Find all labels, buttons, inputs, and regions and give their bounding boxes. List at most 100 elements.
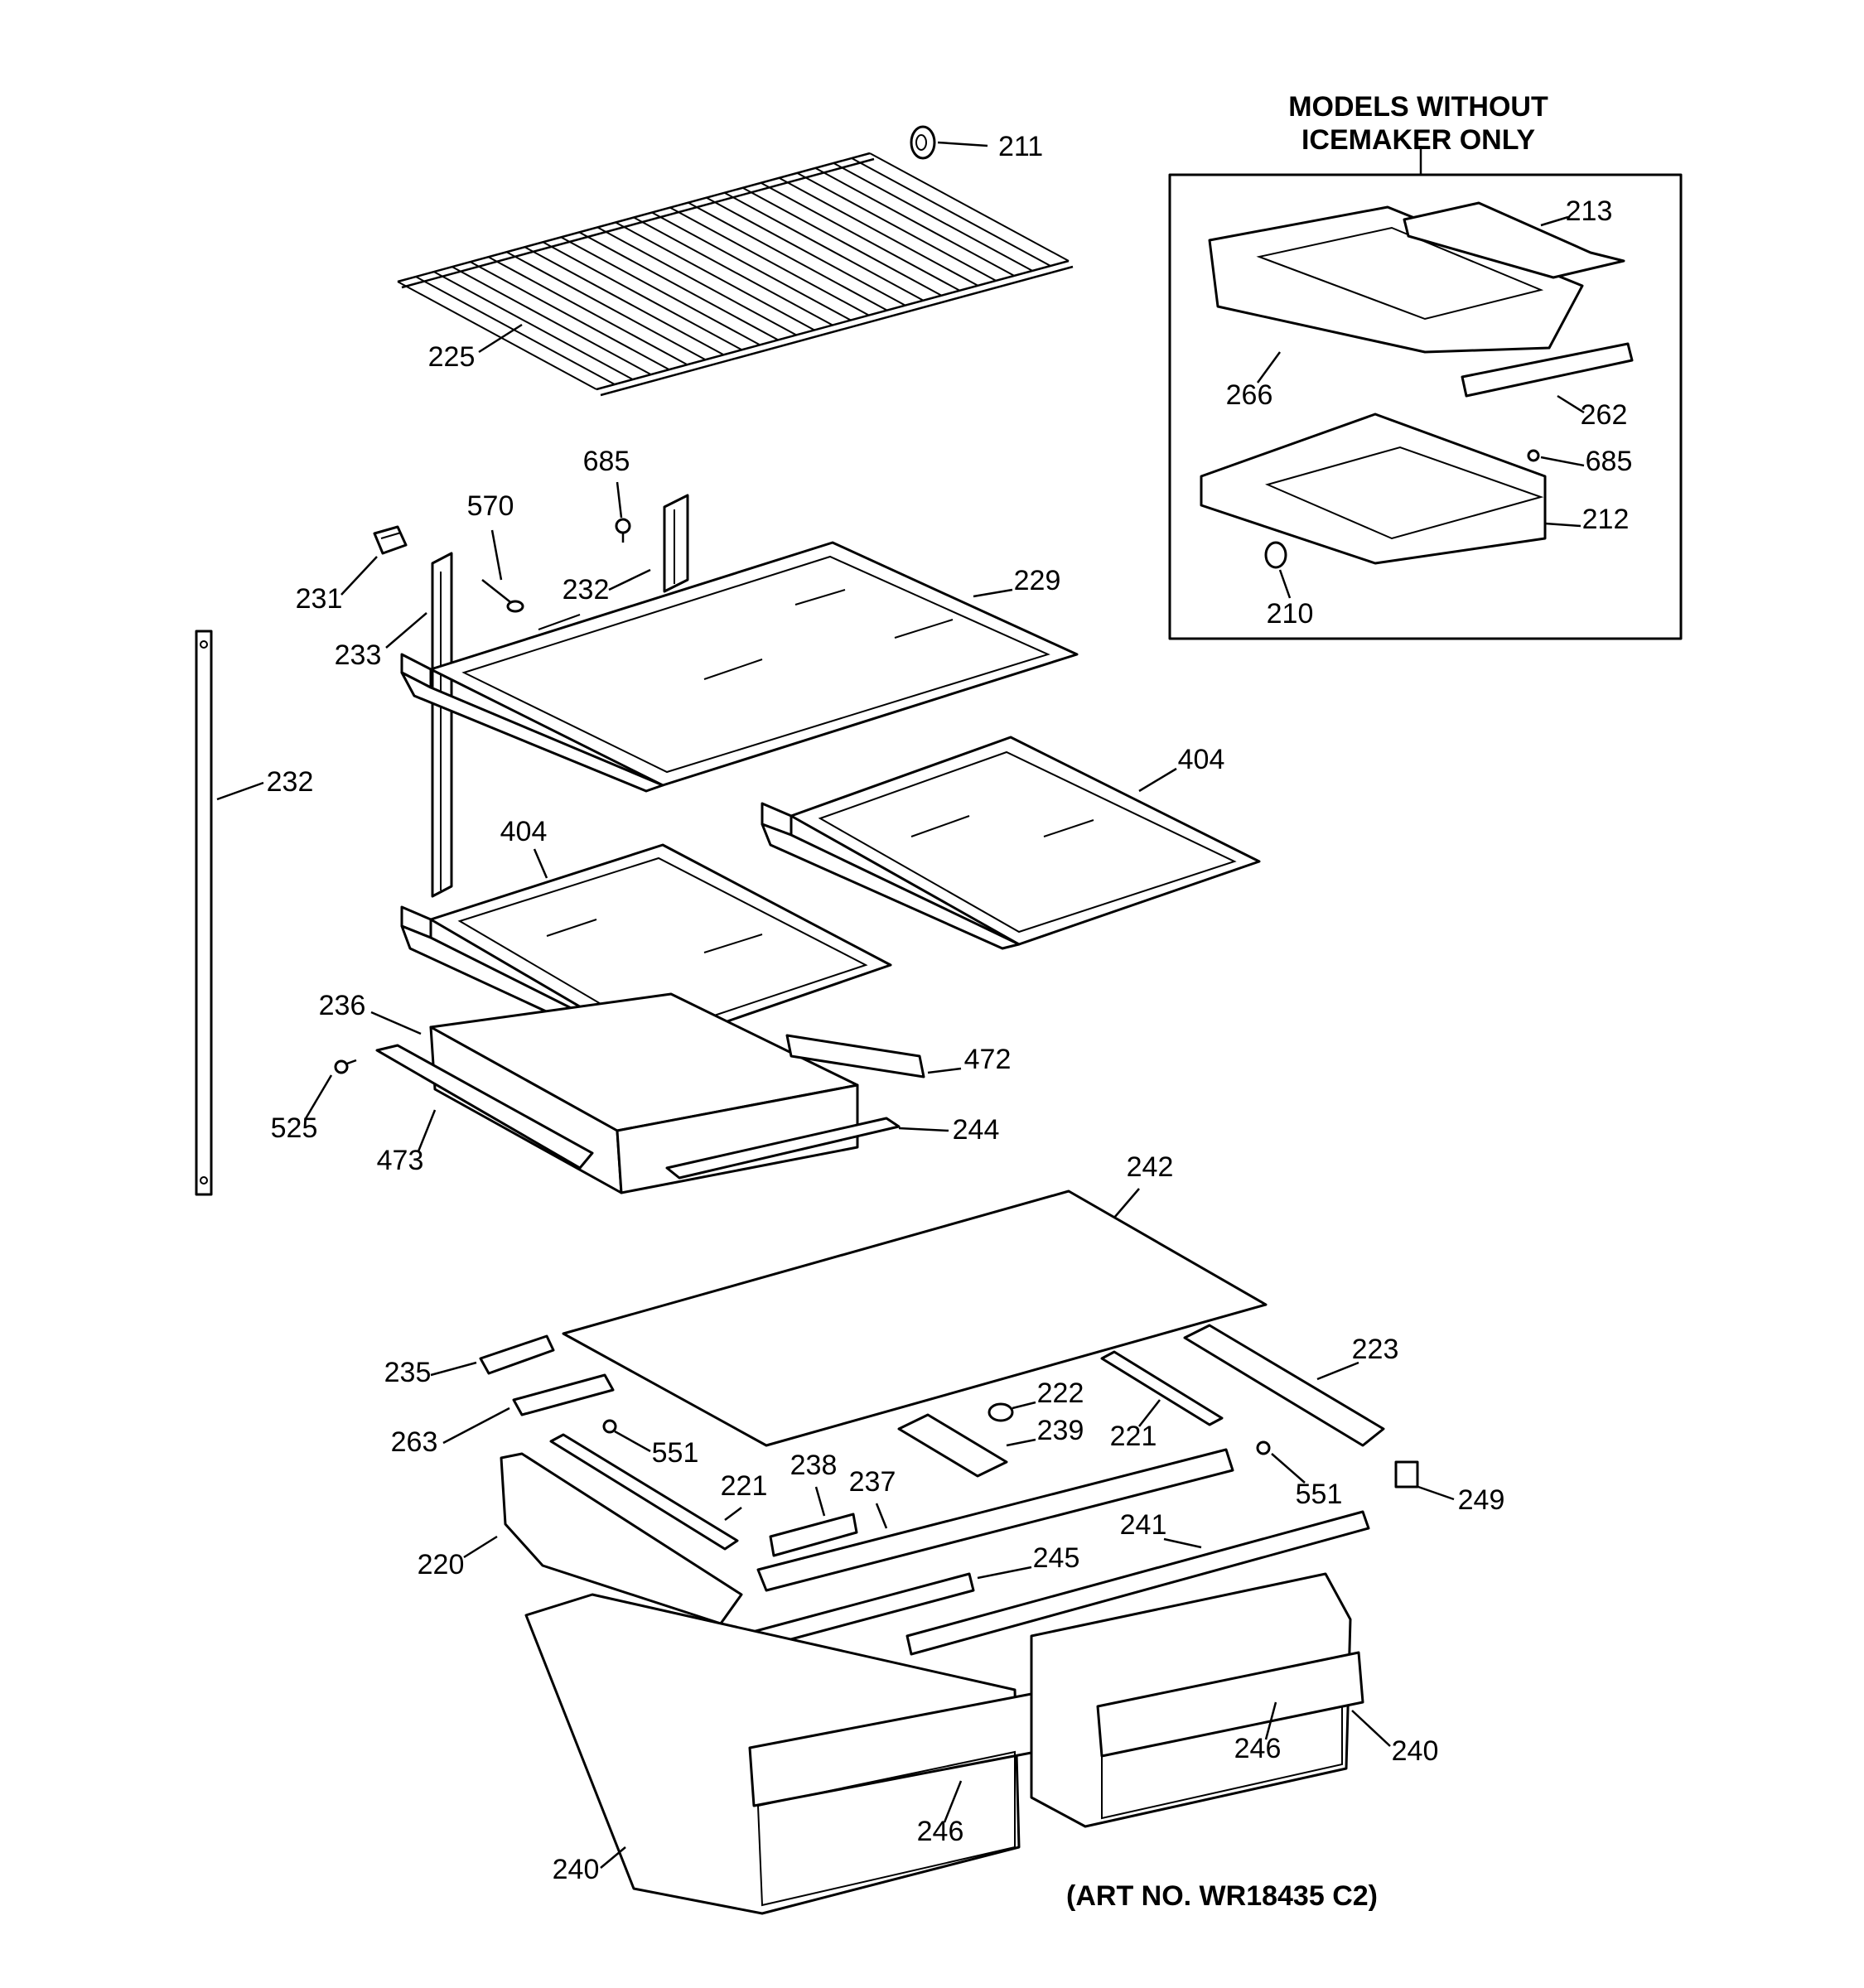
leader-line-221 [724,1507,742,1521]
crisper-pan-240-left [524,1593,1037,1915]
leader-line-210 [1278,569,1292,599]
leader-line-237 [875,1503,888,1529]
roller-222 [988,1402,1014,1422]
leader-line-263 [442,1407,510,1445]
screw-551-left [602,1419,617,1434]
leader-line-266 [1256,351,1282,384]
part-label-570: 570 [467,490,514,522]
wire-rung [452,266,652,375]
leader-line-473 [417,1109,437,1152]
leader-line-225 [478,323,523,354]
part-label-221: 221 [1110,1421,1157,1452]
part-label-238: 238 [790,1450,838,1481]
leader-line-233 [385,612,427,649]
wire-rung [542,241,742,351]
pin-210 [1264,541,1287,569]
leader-line-246 [1264,1701,1277,1740]
part-label-473: 473 [377,1145,424,1176]
wire-rung [633,216,833,326]
part-label-525: 525 [271,1112,318,1144]
wire-rung [560,236,761,346]
leader-line-232 [216,781,264,801]
leader-line-570 [490,529,503,581]
leader-line-213 [1540,215,1569,227]
drawer-rail-244 [665,1117,901,1180]
wire-rung [742,186,943,297]
part-label-233: 233 [335,639,382,671]
part-label-235: 235 [384,1357,432,1388]
leader-line-246 [943,1780,963,1823]
rail-241 [905,1510,1370,1656]
leader-line-240 [1351,1710,1391,1747]
wire-rung [651,211,852,321]
screw-525 [334,1059,357,1074]
drawer-236 [375,992,925,1194]
wire-rung [415,276,616,385]
leader-line-221 [1138,1399,1161,1427]
leader-line-245 [977,1566,1032,1580]
leader-line-551 [614,1430,651,1453]
leader-line-472 [927,1067,962,1074]
part-label-213: 213 [1566,195,1613,227]
part-label-240: 240 [553,1854,600,1885]
part-label-245: 245 [1033,1542,1080,1574]
shelf-ladder-232-short [663,494,689,593]
shelf-212 [1200,413,1547,565]
part-label-220: 220 [418,1549,465,1580]
slide-239 [897,1413,1008,1478]
leader-line-223 [1316,1361,1359,1381]
leader-line-212 [1544,522,1582,528]
part-label-685: 685 [1586,446,1633,477]
part-label-404: 404 [1178,744,1225,775]
part-label-685: 685 [583,446,630,477]
wire-rung [615,221,815,331]
track-223 [1183,1324,1385,1447]
wire-rung [869,152,1070,262]
part-label-551: 551 [1296,1479,1343,1510]
leader-line-244 [898,1127,949,1132]
leader-line-239 [1006,1438,1036,1447]
wire-rung [524,246,724,356]
part-label-249: 249 [1458,1484,1505,1516]
wire-rung [470,261,670,371]
part-label-246: 246 [1234,1733,1282,1764]
part-label-229: 229 [1014,565,1061,596]
part-label-262: 262 [1581,399,1628,431]
leader-line-262 [1557,394,1585,414]
rail-221-left [549,1433,739,1551]
bracket-249 [1394,1460,1419,1489]
leader-line-231 [340,556,378,596]
part-label-232: 232 [267,766,314,798]
leader-line-238 [814,1486,826,1517]
wire-rung [833,162,1033,272]
part-label-225: 225 [428,341,476,373]
art-number: (ART NO. WR18435 C2) [1066,1880,1378,1912]
crisper-pan-240-right [1030,1572,1364,1828]
leader-line-240 [600,1846,626,1869]
screw-551-right [1256,1440,1271,1455]
part-label-237: 237 [849,1466,896,1498]
wire-rung [578,231,779,341]
leader-line-404 [533,848,548,879]
wire-rung [760,181,960,292]
stop-211 [910,125,936,160]
leader-line-235 [430,1361,477,1377]
leader-line-404 [1138,767,1177,793]
leader-line-236 [370,1011,422,1035]
wire-shelf-225 [397,152,1074,397]
wire-rung [506,251,707,361]
wire-rung [851,157,1051,267]
screw-570 [481,579,524,613]
pan-cover-242 [562,1189,1268,1447]
inset-title-line1: MODELS WITHOUT [1288,91,1548,123]
bracket-231 [373,525,408,555]
wire-rung [724,191,925,302]
part-label-221: 221 [721,1470,768,1502]
part-label-211: 211 [998,131,1043,162]
part-label-241: 241 [1120,1509,1167,1541]
leader-line-242 [1113,1188,1140,1218]
part-label-239: 239 [1037,1415,1084,1446]
leader-line-685 [616,481,623,519]
